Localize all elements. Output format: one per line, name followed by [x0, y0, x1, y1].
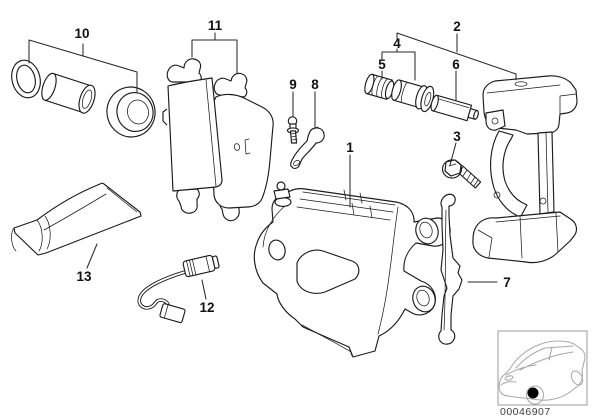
- callout-12[interactable]: 12: [199, 300, 214, 315]
- part-brake-pad-outer: [211, 72, 274, 222]
- bleeder-screw: [273, 181, 292, 208]
- part-guide-bushing: [391, 79, 435, 113]
- callout-6[interactable]: 6: [452, 57, 460, 72]
- callout-labels: 10 11 9 8 1 2 4 5 6 3 7 13 12: [74, 18, 510, 315]
- callout-5[interactable]: 5: [378, 57, 386, 72]
- part-piston-boot: [106, 86, 156, 138]
- callout-1[interactable]: 1: [346, 140, 354, 155]
- callout-3[interactable]: 3: [453, 129, 461, 144]
- part-brake-pad-inner: [162, 58, 223, 214]
- part-caliper-housing: [253, 181, 451, 358]
- callout-11[interactable]: 11: [208, 18, 223, 33]
- part-carrier-bracket: [472, 75, 578, 264]
- part-piston-seal-ring: [11, 59, 41, 99]
- callout-9[interactable]: 9: [289, 77, 297, 92]
- callout-2[interactable]: 2: [453, 19, 461, 34]
- callout-10[interactable]: 10: [74, 26, 89, 41]
- inset-frame: [497, 330, 588, 406]
- part-guide-screw: [286, 116, 300, 144]
- vehicle-position-inset: 00046907: [497, 330, 588, 418]
- image-number: 00046907: [500, 406, 551, 418]
- part-anti-rattle-spring: [438, 193, 463, 345]
- callout-8[interactable]: 8: [311, 77, 319, 92]
- leader-lines: [28, 32, 517, 300]
- front-wheel-location-marker: [527, 387, 539, 399]
- car-location-icon: [498, 340, 586, 405]
- part-ribbed-cap: [364, 73, 395, 100]
- part-grease-tube: [11, 182, 142, 256]
- part-retaining-clip: [290, 126, 325, 169]
- callout-13[interactable]: 13: [76, 269, 92, 284]
- callout-7[interactable]: 7: [503, 275, 511, 290]
- part-wear-sensor: [137, 254, 220, 324]
- part-carrier-bolt: [441, 159, 482, 189]
- part-piston: [41, 72, 96, 114]
- callout-4[interactable]: 4: [393, 36, 401, 51]
- part-guide-pin: [430, 94, 479, 122]
